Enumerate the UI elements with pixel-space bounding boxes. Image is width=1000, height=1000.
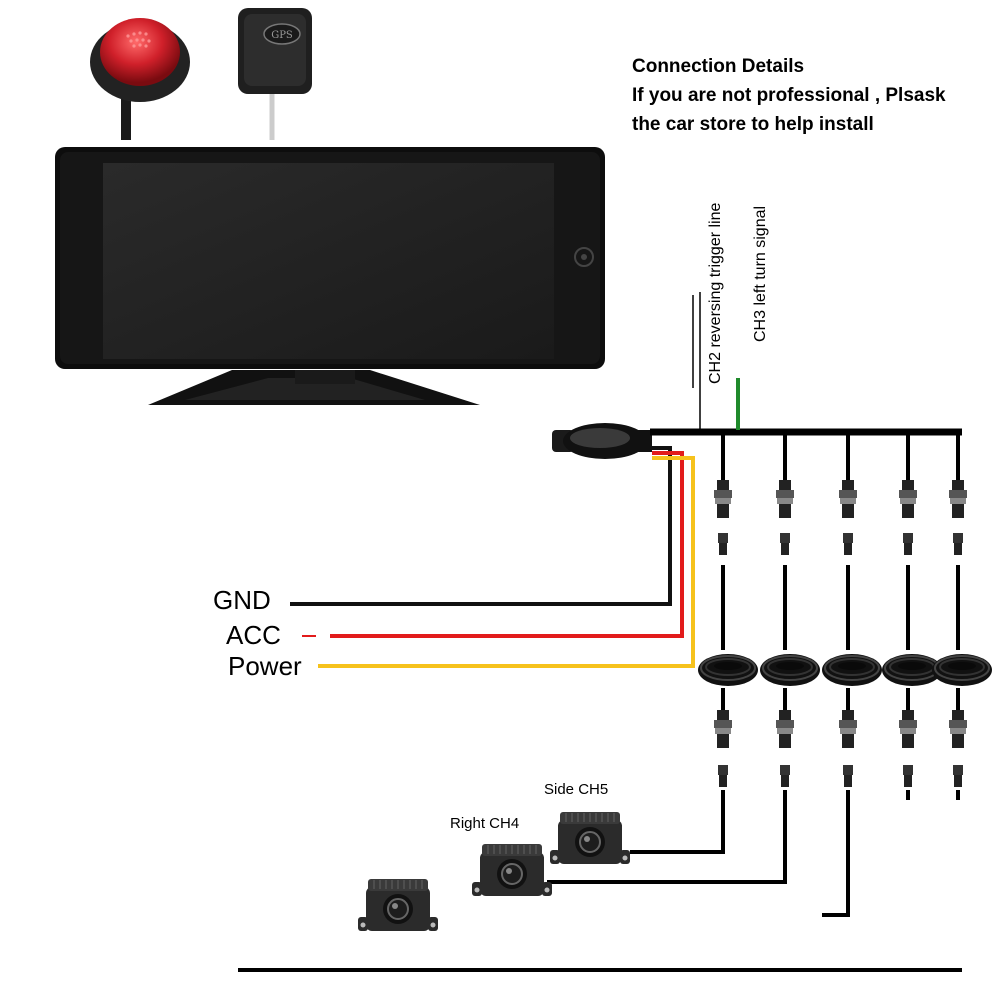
acc-label: ACC <box>226 620 281 650</box>
lower-connectors <box>714 710 967 787</box>
channel-cables <box>547 432 960 917</box>
cable-coils <box>697 653 993 687</box>
left-camera-icon <box>357 878 439 932</box>
heading-title: Connection Details <box>632 56 805 77</box>
side-ch5-camera-icon <box>549 811 631 865</box>
heading-warning-line1: If you are not professional , Plsask <box>632 85 946 106</box>
monitor-icon <box>55 147 605 405</box>
gnd-label: GND <box>213 585 271 615</box>
video-bus <box>650 292 962 436</box>
power-label: Power <box>228 651 302 681</box>
gps-antenna-icon: GPS <box>238 8 312 140</box>
upper-connectors <box>714 480 967 555</box>
right-ch4-camera-icon <box>471 843 553 897</box>
power-wires <box>290 446 695 668</box>
sos-button-icon <box>90 18 190 140</box>
right-ch4-label: Right CH4 <box>450 815 520 832</box>
gps-text: GPS <box>271 30 293 41</box>
side-ch5-label: Side CH5 <box>544 781 609 798</box>
heading-warning-line2: the car store to help install <box>632 114 874 135</box>
harness-connector <box>552 423 652 459</box>
